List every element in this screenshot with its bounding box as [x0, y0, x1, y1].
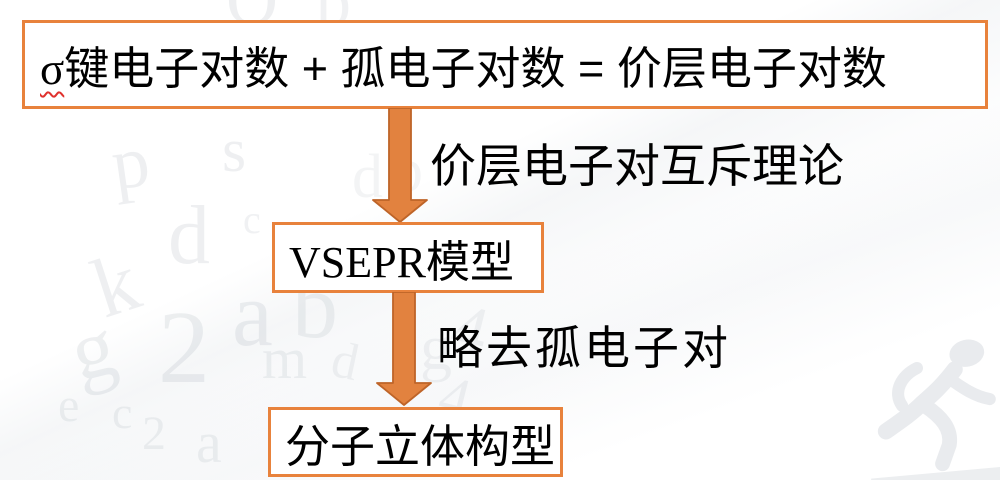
vsepr-model-box: VSEPR模型 — [272, 222, 544, 293]
watermark-letter: p — [106, 119, 155, 207]
sigma-term: σ — [40, 44, 65, 94]
step1-label: 价层电子对互斥理论 — [430, 140, 844, 192]
down-arrow-2-icon — [376, 292, 432, 406]
vsepr-model-text: VSEPR模型 — [289, 237, 514, 287]
watermark-letter: c — [112, 387, 133, 438]
watermark-letter: a — [196, 410, 222, 475]
down-arrow-1-icon — [372, 108, 428, 223]
watermark-letter: k — [81, 234, 151, 337]
watermark-letter: d — [168, 189, 210, 282]
watermark-letter: s — [222, 117, 247, 185]
watermark-letter: d — [326, 330, 364, 393]
watermark-letter: g — [61, 299, 125, 400]
molecular-geometry-box: 分子立体构型 — [268, 407, 563, 477]
molecular-geometry-text: 分子立体构型 — [285, 420, 556, 472]
watermark-letter: a — [232, 263, 273, 365]
watermark-letter: e — [58, 379, 80, 432]
step2-label: 略去孤电子对 — [437, 322, 731, 374]
formula-text: 键电子对数 + 孤电子对数 = 价层电子对数 — [64, 43, 887, 94]
watermark-letter: 2 — [142, 407, 166, 460]
formula-box: σ键电子对数 + 孤电子对数 = 价层电子对数 — [22, 20, 988, 109]
watermark-letter: 2 — [158, 290, 210, 405]
runner-watermark-icon — [871, 339, 1000, 480]
watermark-letter: c — [243, 197, 261, 242]
watermark-letter: m — [262, 326, 308, 391]
